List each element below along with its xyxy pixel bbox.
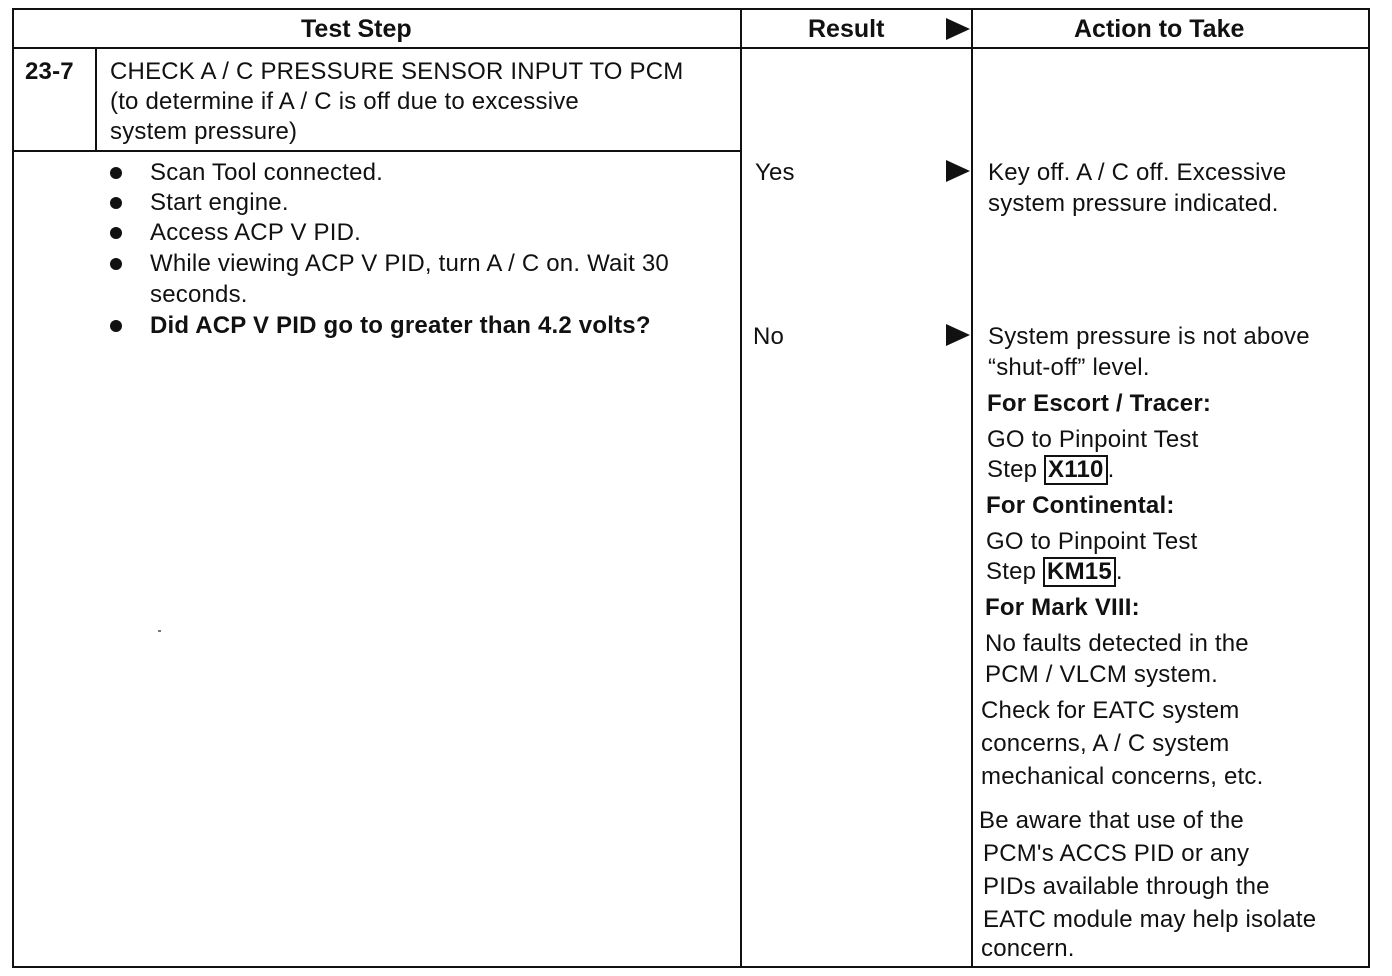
continental-goto: GO to Pinpoint Test [986,528,1198,555]
continental-step-period: . [1115,558,1123,585]
continental-step-code: KM15 [1043,557,1116,587]
escort-heading: For Escort / Tracer: [987,390,1212,417]
header-arrow-icon [946,18,970,40]
bullet-item: Scan Tool connected. [150,159,384,186]
result-yes: Yes [755,159,795,186]
table-left-border [12,8,14,968]
yes-arrow-icon [946,160,970,182]
test-step-result-divider [740,8,742,968]
step-number-divider [95,47,97,152]
result-no: No [753,323,785,350]
table-bottom-border [12,966,1370,968]
header-action-to-take: Action to Take [1074,15,1245,43]
bullet-icon [110,167,122,179]
aware-line-4: EATC module may help isolate [983,906,1317,933]
bullet-icon [110,227,122,239]
table-right-border [1368,8,1370,968]
no-arrow-icon [946,324,970,346]
aware-line-2: PCM's ACCS PID or any [983,840,1250,867]
action-no-line-2: “shut-off” level. [988,354,1150,381]
check-line-2: concerns, A / C system [981,730,1230,757]
step-title-bottom-border [12,150,742,152]
continental-heading: For Continental: [986,492,1175,519]
aware-line-5: concern. [981,935,1075,962]
escort-step: Step X110. [987,455,1114,485]
continental-step: Step KM15. [986,557,1123,587]
mark-viii-line-1: No faults detected in the [985,630,1249,657]
table-top-border [12,8,1370,10]
check-line-1: Check for EATC system [981,697,1240,724]
bullet-item: Access ACP V PID. [150,219,362,246]
step-title-line-2: (to determine if A / C is off due to exc… [110,88,579,115]
action-no-line-1: System pressure is not above [988,323,1310,350]
step-title-line-3: system pressure) [110,118,298,145]
action-yes-line-2: system pressure indicated. [988,190,1279,217]
escort-step-period: . [1107,456,1115,483]
aware-line-1: Be aware that use of the [979,807,1244,834]
bullet-item-continuation: seconds. [150,281,248,308]
escort-step-prefix: Step [987,456,1038,483]
header-bottom-border [12,47,1370,49]
step-title-line-1: CHECK A / C PRESSURE SENSOR INPUT TO PCM [110,58,684,85]
continental-step-prefix: Step [986,558,1037,585]
escort-step-code: X110 [1044,455,1108,485]
check-line-3: mechanical concerns, etc. [981,763,1264,790]
aware-line-3: PIDs available through the [983,873,1270,900]
bullet-item-question: Did ACP V PID go to greater than 4.2 vol… [150,312,651,339]
bullet-icon [110,197,122,209]
bullet-item: Start engine. [150,189,289,216]
bullet-icon [110,320,122,332]
bullet-item: While viewing ACP V PID, turn A / C on. … [150,250,669,277]
mark-viii-heading: For Mark VIII: [985,594,1140,621]
mark-viii-line-2: PCM / VLCM system. [985,661,1218,688]
header-test-step: Test Step [301,15,412,43]
escort-goto: GO to Pinpoint Test [987,426,1199,453]
scan-speck [158,630,161,632]
action-yes-line-1: Key off. A / C off. Excessive [988,159,1287,186]
header-result: Result [808,15,885,43]
result-action-divider [971,8,973,968]
bullet-icon [110,258,122,270]
step-number: 23-7 [25,58,74,85]
